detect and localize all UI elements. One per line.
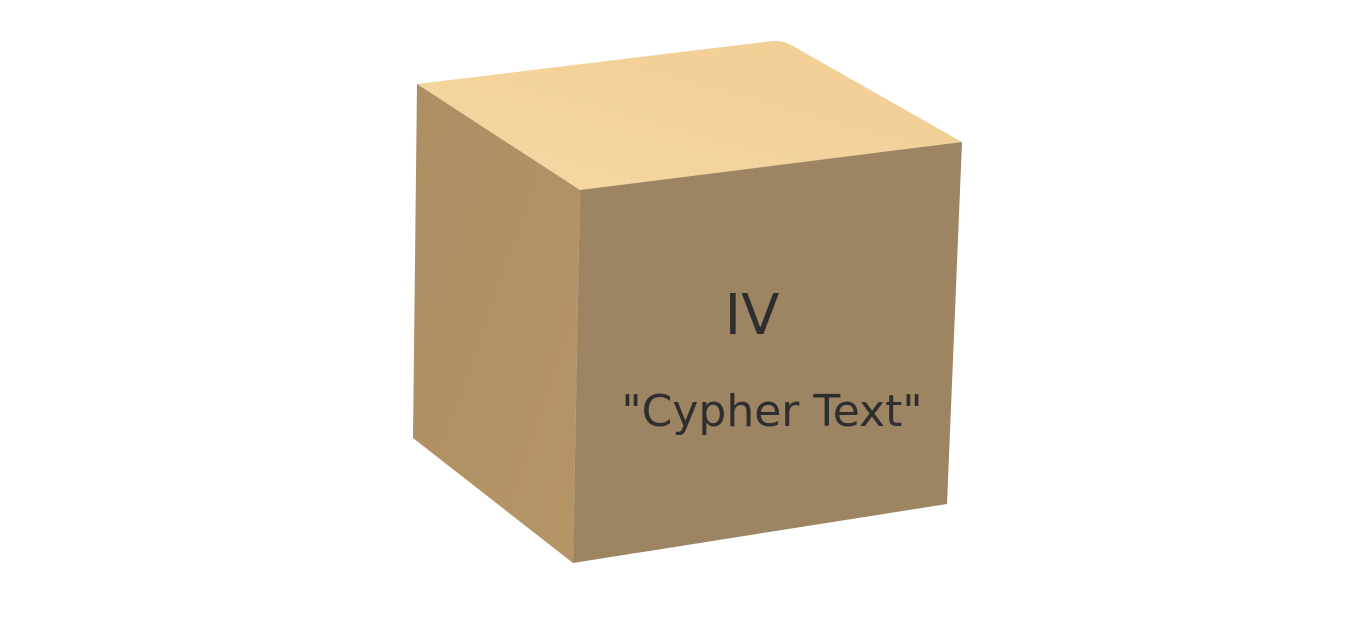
cube-left-face xyxy=(413,84,580,563)
cube-front-face xyxy=(573,142,962,563)
cube-label-cypher-text: "Cypher Text" xyxy=(621,386,922,437)
cube-top-face xyxy=(417,40,962,191)
cube-label-iv: IV xyxy=(725,283,780,348)
